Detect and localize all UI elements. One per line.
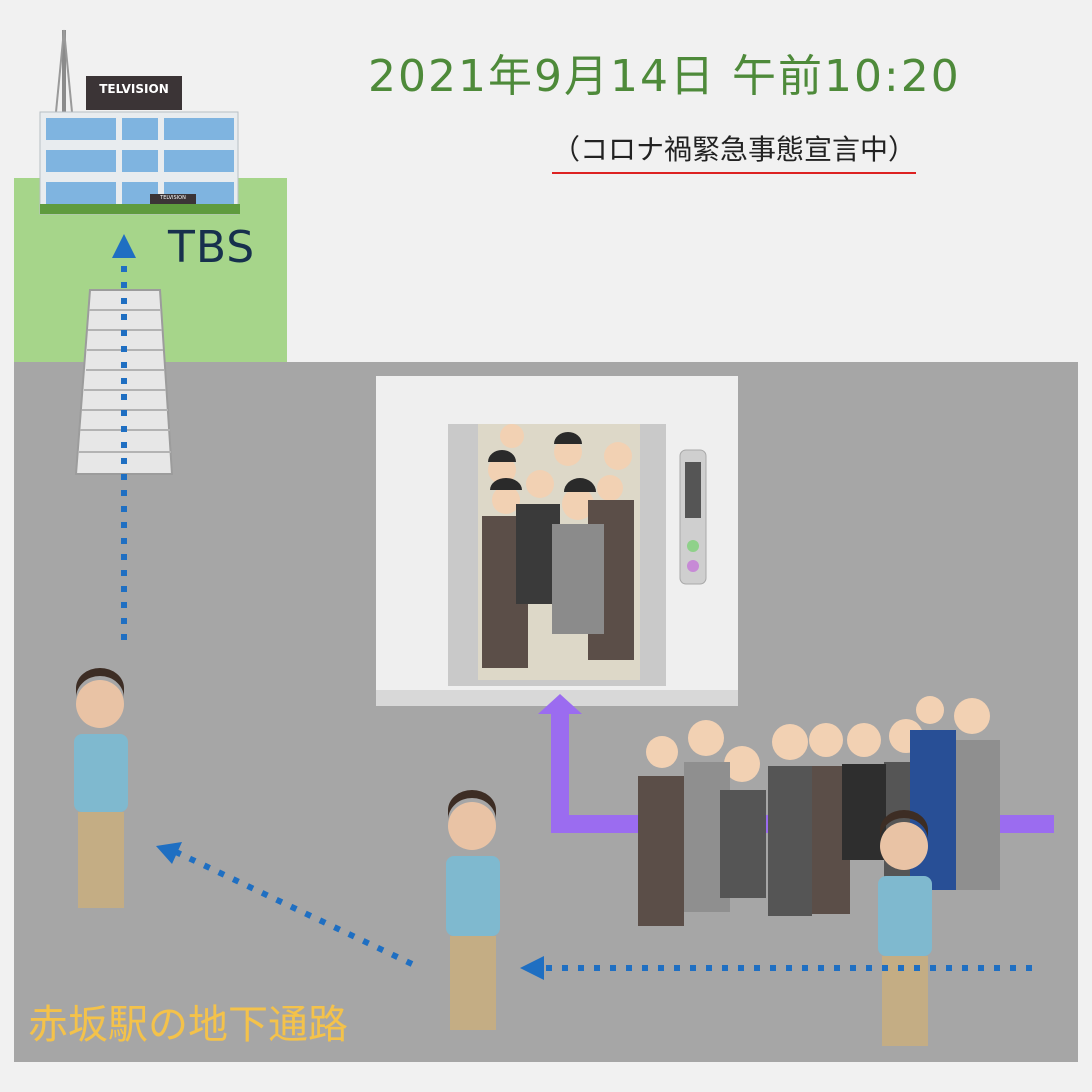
- tv-building-small-sign: TELVISION: [160, 195, 186, 201]
- man-near-stairs: [74, 668, 128, 908]
- waiting-crowd: [638, 696, 1000, 926]
- emergency-note: （コロナ禍緊急事態宣言中）: [552, 128, 917, 174]
- tv-building-illustration: [39, 29, 240, 215]
- walk-path-underground: [156, 842, 1032, 980]
- tbs-label: TBS: [168, 222, 256, 273]
- walk-path-to-tbs: [112, 234, 136, 640]
- station-passage-label: 赤坂駅の地下通路: [28, 1002, 348, 1048]
- elevator-crowd: [482, 424, 634, 668]
- datetime-title: 2021年9月14日 午前10:20: [368, 51, 961, 102]
- man-walking-midway: [446, 790, 500, 1030]
- tv-building-sign: TELVISION: [99, 82, 169, 96]
- man-at-front-of-queue: [878, 810, 932, 1046]
